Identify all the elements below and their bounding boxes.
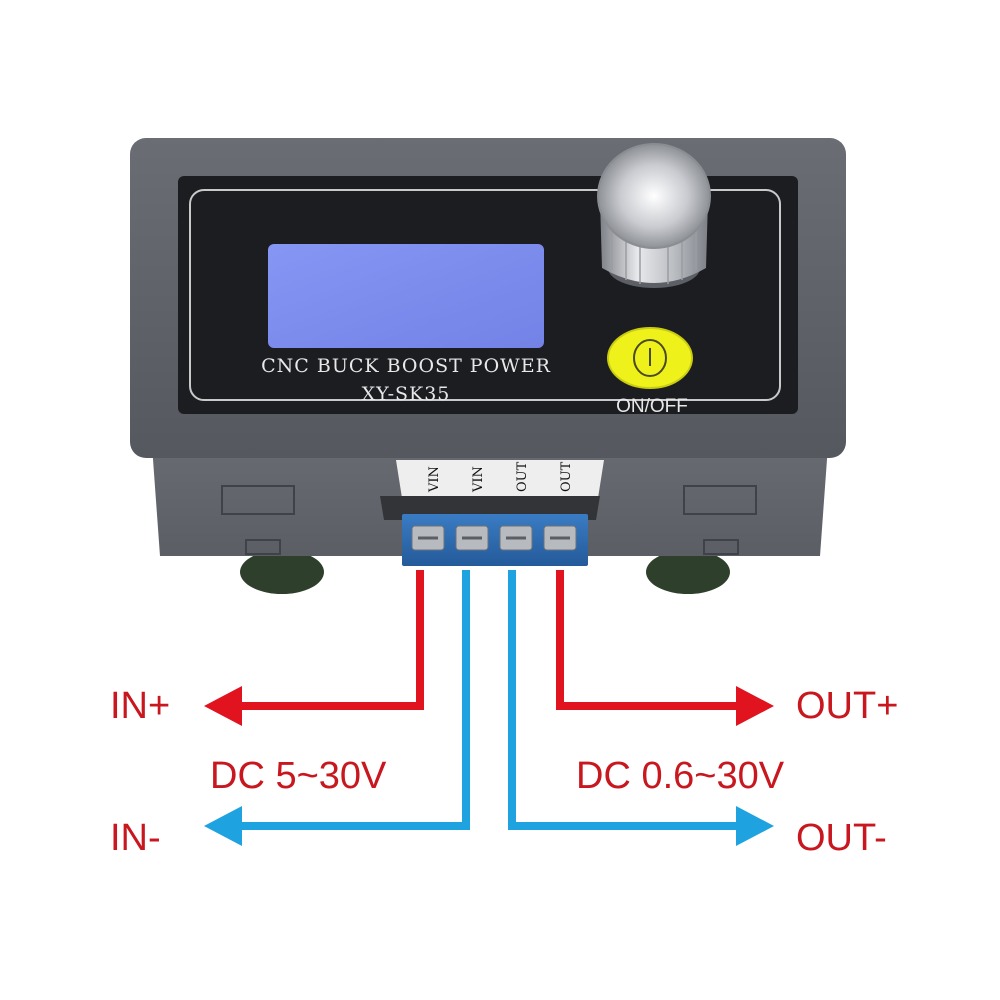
lcd-screen: [268, 244, 544, 348]
arrow-right-icon: [736, 806, 774, 846]
arrow-right-icon: [736, 686, 774, 726]
wire-in-minus: [236, 570, 470, 830]
power-button[interactable]: [607, 327, 693, 389]
standoffs: [240, 550, 730, 594]
terminal-label-vin-2: VIN: [471, 466, 486, 493]
terminal-label-out-2: OUT: [559, 461, 574, 492]
wire-in-plus: [236, 570, 424, 710]
power-button-label: ON/OFF: [616, 396, 688, 417]
terminal-label-out-1: OUT: [515, 461, 530, 492]
terminal-screw[interactable]: [543, 525, 577, 551]
wire-out-plus: [556, 570, 740, 710]
label-input-range: DC 5~30V: [210, 755, 387, 797]
terminal-screw[interactable]: [499, 525, 533, 551]
model-name: XY-SK35: [362, 383, 451, 405]
label-in-plus: IN+: [110, 685, 170, 727]
rotary-knob-icon[interactable]: [597, 143, 711, 288]
label-in-minus: IN-: [110, 817, 161, 859]
label-out-minus: OUT-: [796, 817, 887, 859]
label-out-plus: OUT+: [796, 685, 898, 727]
label-output-range: DC 0.6~30V: [576, 755, 785, 797]
terminal-screw[interactable]: [455, 525, 489, 551]
arrow-left-icon: [204, 686, 242, 726]
terminal-block: [402, 514, 588, 566]
arrows: [204, 686, 774, 846]
terminal-screw[interactable]: [411, 525, 445, 551]
wires: [236, 570, 740, 830]
power-symbol-icon: [633, 339, 667, 377]
terminal-label-vin-1: VIN: [427, 466, 442, 493]
terminal-label-strip: VIN VIN OUT OUT: [396, 460, 604, 498]
wire-out-minus: [508, 570, 740, 830]
arrow-left-icon: [204, 806, 242, 846]
brand-line: CNC BUCK BOOST POWER: [261, 355, 551, 377]
